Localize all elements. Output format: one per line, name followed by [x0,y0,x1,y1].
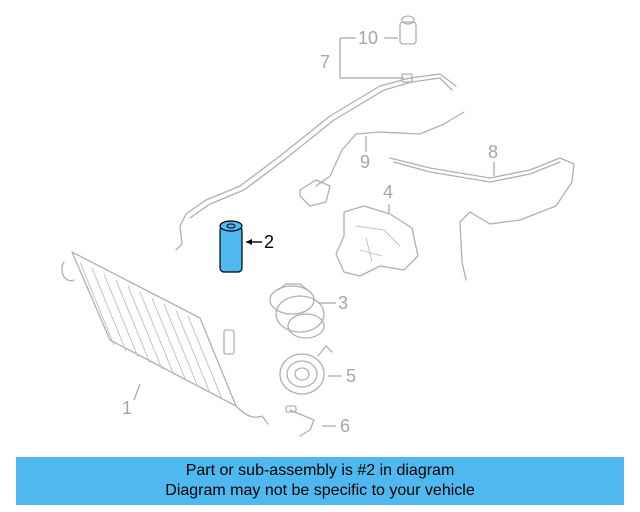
callout-6: 6 [340,416,350,436]
suction-hose-part [389,157,575,281]
parts-diagram: 1 2 3 4 5 6 [61,15,575,437]
discharge-hose-part [175,73,457,251]
callout-3: 3 [338,293,348,313]
callout-2: 2 [264,232,274,252]
callout-10: 10 [358,28,378,48]
clutch-pulley-part [279,345,333,395]
info-banner: Part or sub-assembly is #2 in diagram Di… [16,457,624,505]
condenser-part [61,251,269,425]
callout-1: 1 [122,398,132,418]
banner-line-1: Part or sub-assembly is #2 in diagram [185,462,455,479]
compressor-part [269,283,325,339]
receiver-drier-part [219,220,243,273]
callout-5: 5 [346,366,356,386]
service-valve-part [399,15,417,45]
banner-line-2: Diagram may not be specific to your vehi… [165,482,475,499]
callout-4: 4 [383,182,393,202]
liquid-line-part [299,111,465,207]
callout-9: 9 [360,152,370,172]
pressure-switch-part [285,405,315,437]
compressor-bracket-part [335,205,419,277]
callout-line-7 [339,37,404,79]
callout-line-1 [133,383,141,401]
callout-8: 8 [488,142,498,162]
callout-7: 7 [320,52,330,72]
